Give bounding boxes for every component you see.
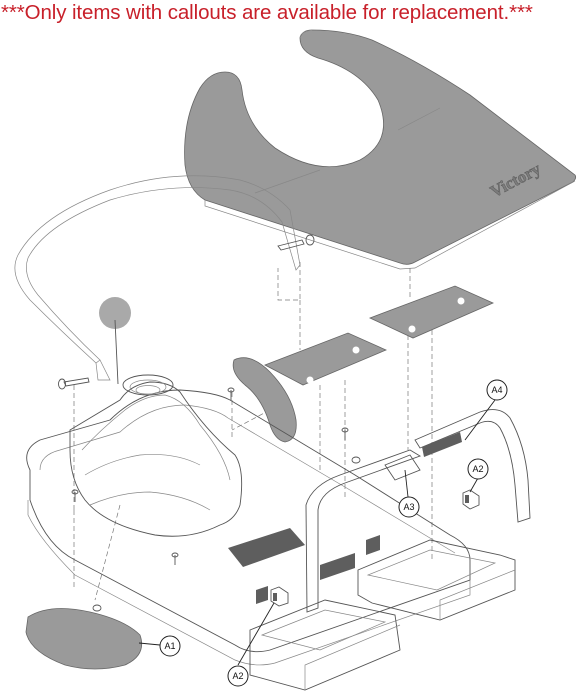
callout-a1-label: A1: [164, 641, 175, 651]
callout-a4: A4: [486, 379, 508, 401]
frame-screw-left: [58, 377, 90, 390]
battery-tray-right: [357, 539, 516, 621]
clip-a2-left: [270, 586, 289, 607]
seat-base-shroud: [26, 374, 471, 666]
callout-a2-right: A2: [467, 458, 489, 480]
seat-pad: Victory: [184, 29, 577, 270]
frame-screw-top: [277, 234, 315, 251]
gray-side-pad: [232, 357, 297, 443]
strap-a4: [414, 409, 531, 523]
callout-a2-left-label: A2: [232, 671, 243, 681]
gray-cap-disk: [99, 297, 131, 329]
shroud-label-small: [320, 553, 355, 580]
adhesive-pad-center: [264, 332, 388, 386]
callout-a4-label: A4: [491, 385, 502, 395]
strap-a4-label: [422, 432, 462, 457]
adhesive-pad-right: [368, 285, 494, 339]
callout-a2-left: A2: [227, 665, 249, 687]
replacement-notice-banner: ***Only items with callouts are availabl…: [0, 0, 577, 30]
shroud-label-large: [228, 528, 305, 567]
footrest-pad: [25, 608, 143, 670]
callout-a3: A3: [398, 496, 420, 518]
replacement-notice-text: ***Only items with callouts are availabl…: [1, 1, 533, 24]
callout-a1: A1: [159, 635, 181, 657]
shroud-label-tiny: [366, 535, 380, 555]
clip-a2-right: [462, 489, 480, 510]
callout-a2-right-label: A2: [472, 464, 483, 474]
callout-a3-label: A3: [403, 502, 414, 512]
battery-tray-left: [249, 599, 401, 691]
shroud-label-corner: [256, 586, 268, 604]
strap-a3: [305, 449, 422, 613]
seat-frame-wire: [14, 175, 301, 381]
